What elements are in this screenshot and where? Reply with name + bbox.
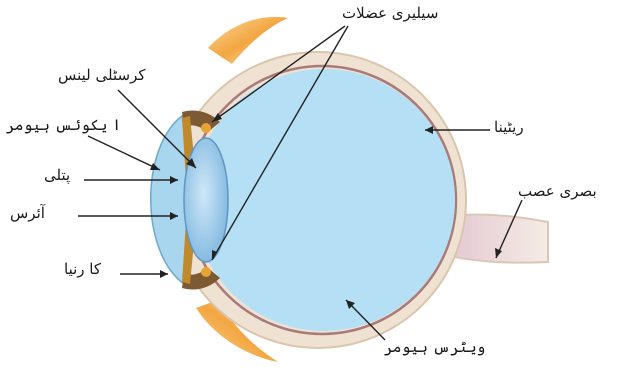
ciliary-muscle-upper — [201, 123, 211, 133]
label-ciliary-muscles: سیلیری عضلات — [342, 6, 438, 21]
label-aqueous-humour: ا یکوئس ہیومر — [6, 118, 121, 133]
label-vitreous-humour: ویٹرس ہیومر — [384, 340, 485, 355]
label-crystalline-lens: کرسٹلی لینس — [58, 68, 146, 83]
vitreous-body — [193, 69, 455, 331]
label-cornea: کا رنیا — [64, 262, 101, 277]
label-optic-nerve: بصری عصب — [518, 184, 597, 199]
ciliary-muscle-lower — [201, 267, 211, 277]
upper-eyelid — [208, 17, 288, 64]
label-iris: آئرس — [10, 206, 45, 221]
label-retina: ریٹینا — [494, 120, 524, 135]
leader-aqueous — [88, 136, 160, 170]
label-pupil: پتلی — [44, 168, 70, 183]
arrow-cornea — [160, 270, 168, 278]
